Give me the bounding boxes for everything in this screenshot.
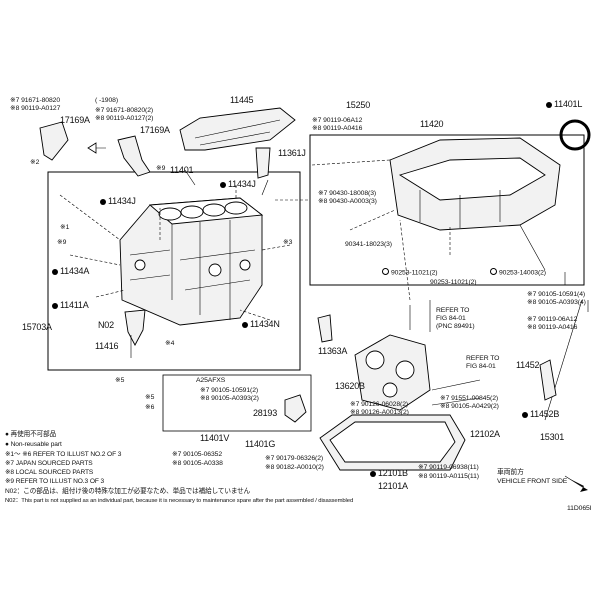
- note-90119-b: ※8 90119-A0127(2): [95, 115, 154, 122]
- note-91551: ※7 91551-00845(2): [440, 395, 499, 402]
- note-90126-a: ※7 90126-06028(2): [350, 401, 409, 408]
- note-90105-j: ※7 90105-06352: [172, 451, 223, 458]
- note-90105-h: ※8 90105-A0393(2): [200, 395, 259, 402]
- legend-line-1: ● 再使用不可部品: [5, 431, 57, 438]
- legend-line-3: ※1～ ※6 REFER TO ILLUST NO.2 OF 3: [5, 451, 122, 458]
- note-90182: ※8 90182-A0010(2): [265, 464, 324, 471]
- note-91671-b: ※7 91671-80820(2): [95, 107, 154, 114]
- a25afxs-group-box: [162, 374, 312, 432]
- note-90105-b: ※8 90105-A0393(4): [527, 299, 586, 306]
- refer-fig-1b: FIG 84-01: [436, 315, 466, 322]
- note-90430-a: ※7 90430-18008(3): [318, 190, 377, 197]
- label-11361J: 11361J: [278, 148, 306, 158]
- note-90179: ※7 90179-06326(2): [265, 455, 324, 462]
- label-90253-c: 90253-11021(2): [430, 279, 477, 286]
- note-ref-5b: ※5: [145, 394, 155, 401]
- note-90119-d: ※8 90119-A0416: [312, 125, 363, 132]
- note-ref-3: ※3: [283, 239, 293, 246]
- diagram-code: 11D065I: [567, 505, 592, 512]
- note-90105-k: ※8 90105-A0338: [172, 460, 223, 467]
- label-17169A-right: 17169A: [140, 125, 170, 135]
- legend-line-6: ※9 REFER TO ILLUST NO.3 OF 3: [5, 478, 105, 485]
- legend-line-5: ※8 LOCAL SOURCED PARTS: [5, 469, 94, 476]
- label-11401L: 11401L: [546, 100, 582, 109]
- note-90430-b: ※8 90430-A0003(3): [318, 198, 377, 205]
- label-15250: 15250: [346, 100, 371, 110]
- label-90341: 90341-18023(3): [345, 241, 392, 248]
- legend-line-7: N02：この部品は、組付け後の特殊な加工が必要なため、単品では補給していません: [5, 488, 251, 495]
- oil-pan-upper-drawing: [389, 137, 561, 231]
- label-11401V: 11401V: [200, 433, 230, 443]
- label-11416: 11416: [95, 341, 119, 351]
- bracket-left-drawing: [39, 121, 69, 161]
- label-11411A: 11411A: [52, 301, 89, 310]
- note-90105-a: ※7 90105-10591(4): [527, 291, 586, 298]
- note-1908: ( -1908): [95, 97, 118, 104]
- label-11434N: 11434N: [242, 320, 280, 329]
- note-ref-2: ※2: [30, 159, 40, 166]
- oil-pump-drawing: [354, 334, 431, 411]
- note-90119-l: ※7 90119-06938(11): [418, 464, 479, 471]
- oil-pan-lower-drawing: [319, 414, 466, 471]
- note-ref-1: ※1: [60, 224, 70, 231]
- note-90119-f: ※8 90119-A0416: [527, 324, 578, 331]
- refer-fig-2a: REFER TO: [466, 355, 500, 362]
- note-90105-i: ※8 90105-A0429(2): [440, 403, 499, 410]
- label-11434A: 11434A: [52, 267, 89, 276]
- n02-drawing: [124, 309, 146, 346]
- front-side-jp: 車両前方: [497, 469, 524, 476]
- note-90119-e: ※7 90119-06A12: [527, 316, 578, 323]
- front-side-en: VEHICLE FRONT SIDE: [497, 478, 568, 485]
- label-11420: 11420: [420, 119, 444, 129]
- label-11401: 11401: [170, 165, 194, 175]
- note-90119-m: ※8 90119-A0115(11): [418, 473, 479, 480]
- note-91671-a: ※7 91671-80820: [10, 97, 61, 104]
- legend-line-8: N02：This part is not supplied as an indi…: [5, 498, 354, 504]
- label-11401G: 11401G: [245, 439, 276, 449]
- label-12101B: 12101B: [370, 469, 408, 478]
- label-11363A: 11363A: [318, 346, 348, 356]
- legend-line-4: ※7 JAPAN SOURCED PARTS: [5, 460, 93, 467]
- label-28193: 28193: [253, 408, 278, 418]
- seal-drawing: [559, 119, 591, 151]
- refer-fig-1a: REFER TO: [436, 307, 470, 314]
- note-ref-9b: ※9: [57, 239, 67, 246]
- note-ref-9: ※9: [156, 165, 166, 172]
- label-N02: N02: [98, 320, 114, 330]
- label-90253-a: 90253-11021(2): [382, 268, 438, 277]
- note-90119-a: ※8 90119-A0127: [10, 105, 61, 112]
- label-15301: 15301: [540, 432, 565, 442]
- legend-line-2: ● Non-reusable part: [5, 441, 62, 448]
- label-17169A-left: 17169A: [60, 115, 90, 125]
- label-11452: 11452: [516, 360, 540, 370]
- label-90253-b: 90253-14003(2): [490, 268, 546, 277]
- bracket-right-drawing: [117, 135, 151, 177]
- cylinder-block-drawing: [119, 197, 264, 326]
- label-11445: 11445: [230, 95, 254, 105]
- label-15703A: 15703A: [22, 322, 52, 332]
- note-90126-b: ※8 90126-A0013(2): [350, 409, 409, 416]
- 11363a-drawing: [317, 314, 333, 343]
- note-ref-5a: ※5: [115, 377, 125, 384]
- bracket-drawing: [255, 147, 271, 179]
- note-a25afxs: A25AFXS: [196, 377, 226, 384]
- oilpan-upper-group-box: [309, 134, 585, 286]
- label-12101A: 12101A: [378, 481, 408, 491]
- refer-fig-2b: FIG 84-01: [466, 363, 496, 370]
- label-11452B: 11452B: [522, 410, 559, 419]
- gasket-drawing: [284, 394, 307, 423]
- block-group-box: [47, 171, 301, 371]
- refer-fig-1c: (PNC 89491): [436, 323, 475, 330]
- label-12102A: 12102A: [470, 429, 500, 439]
- label-13620B: 13620B: [335, 381, 365, 391]
- label-11434J-a: 11434J: [220, 180, 256, 189]
- note-90105-g: ※7 90105-10591(2): [200, 387, 259, 394]
- note-90119-c: ※7 90119-06A12: [312, 117, 363, 124]
- label-11434J-b: 11434J: [100, 197, 136, 206]
- note-ref-4: ※4: [165, 340, 175, 347]
- dipstick-drawing: [544, 299, 583, 421]
- note-ref-6: ※6: [145, 404, 155, 411]
